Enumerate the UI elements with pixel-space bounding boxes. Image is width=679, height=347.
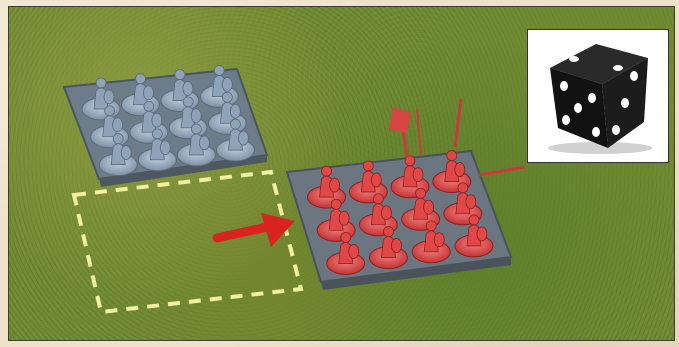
enemy-banner bbox=[389, 107, 411, 133]
player-unit[interactable] bbox=[64, 65, 267, 187]
target-zone[interactable] bbox=[74, 172, 301, 312]
die-icon[interactable] bbox=[528, 30, 668, 162]
enemy-unit[interactable] bbox=[287, 99, 525, 290]
dice-panel[interactable] bbox=[527, 29, 669, 163]
move-arrow-icon bbox=[217, 213, 295, 247]
game-board bbox=[8, 6, 675, 341]
